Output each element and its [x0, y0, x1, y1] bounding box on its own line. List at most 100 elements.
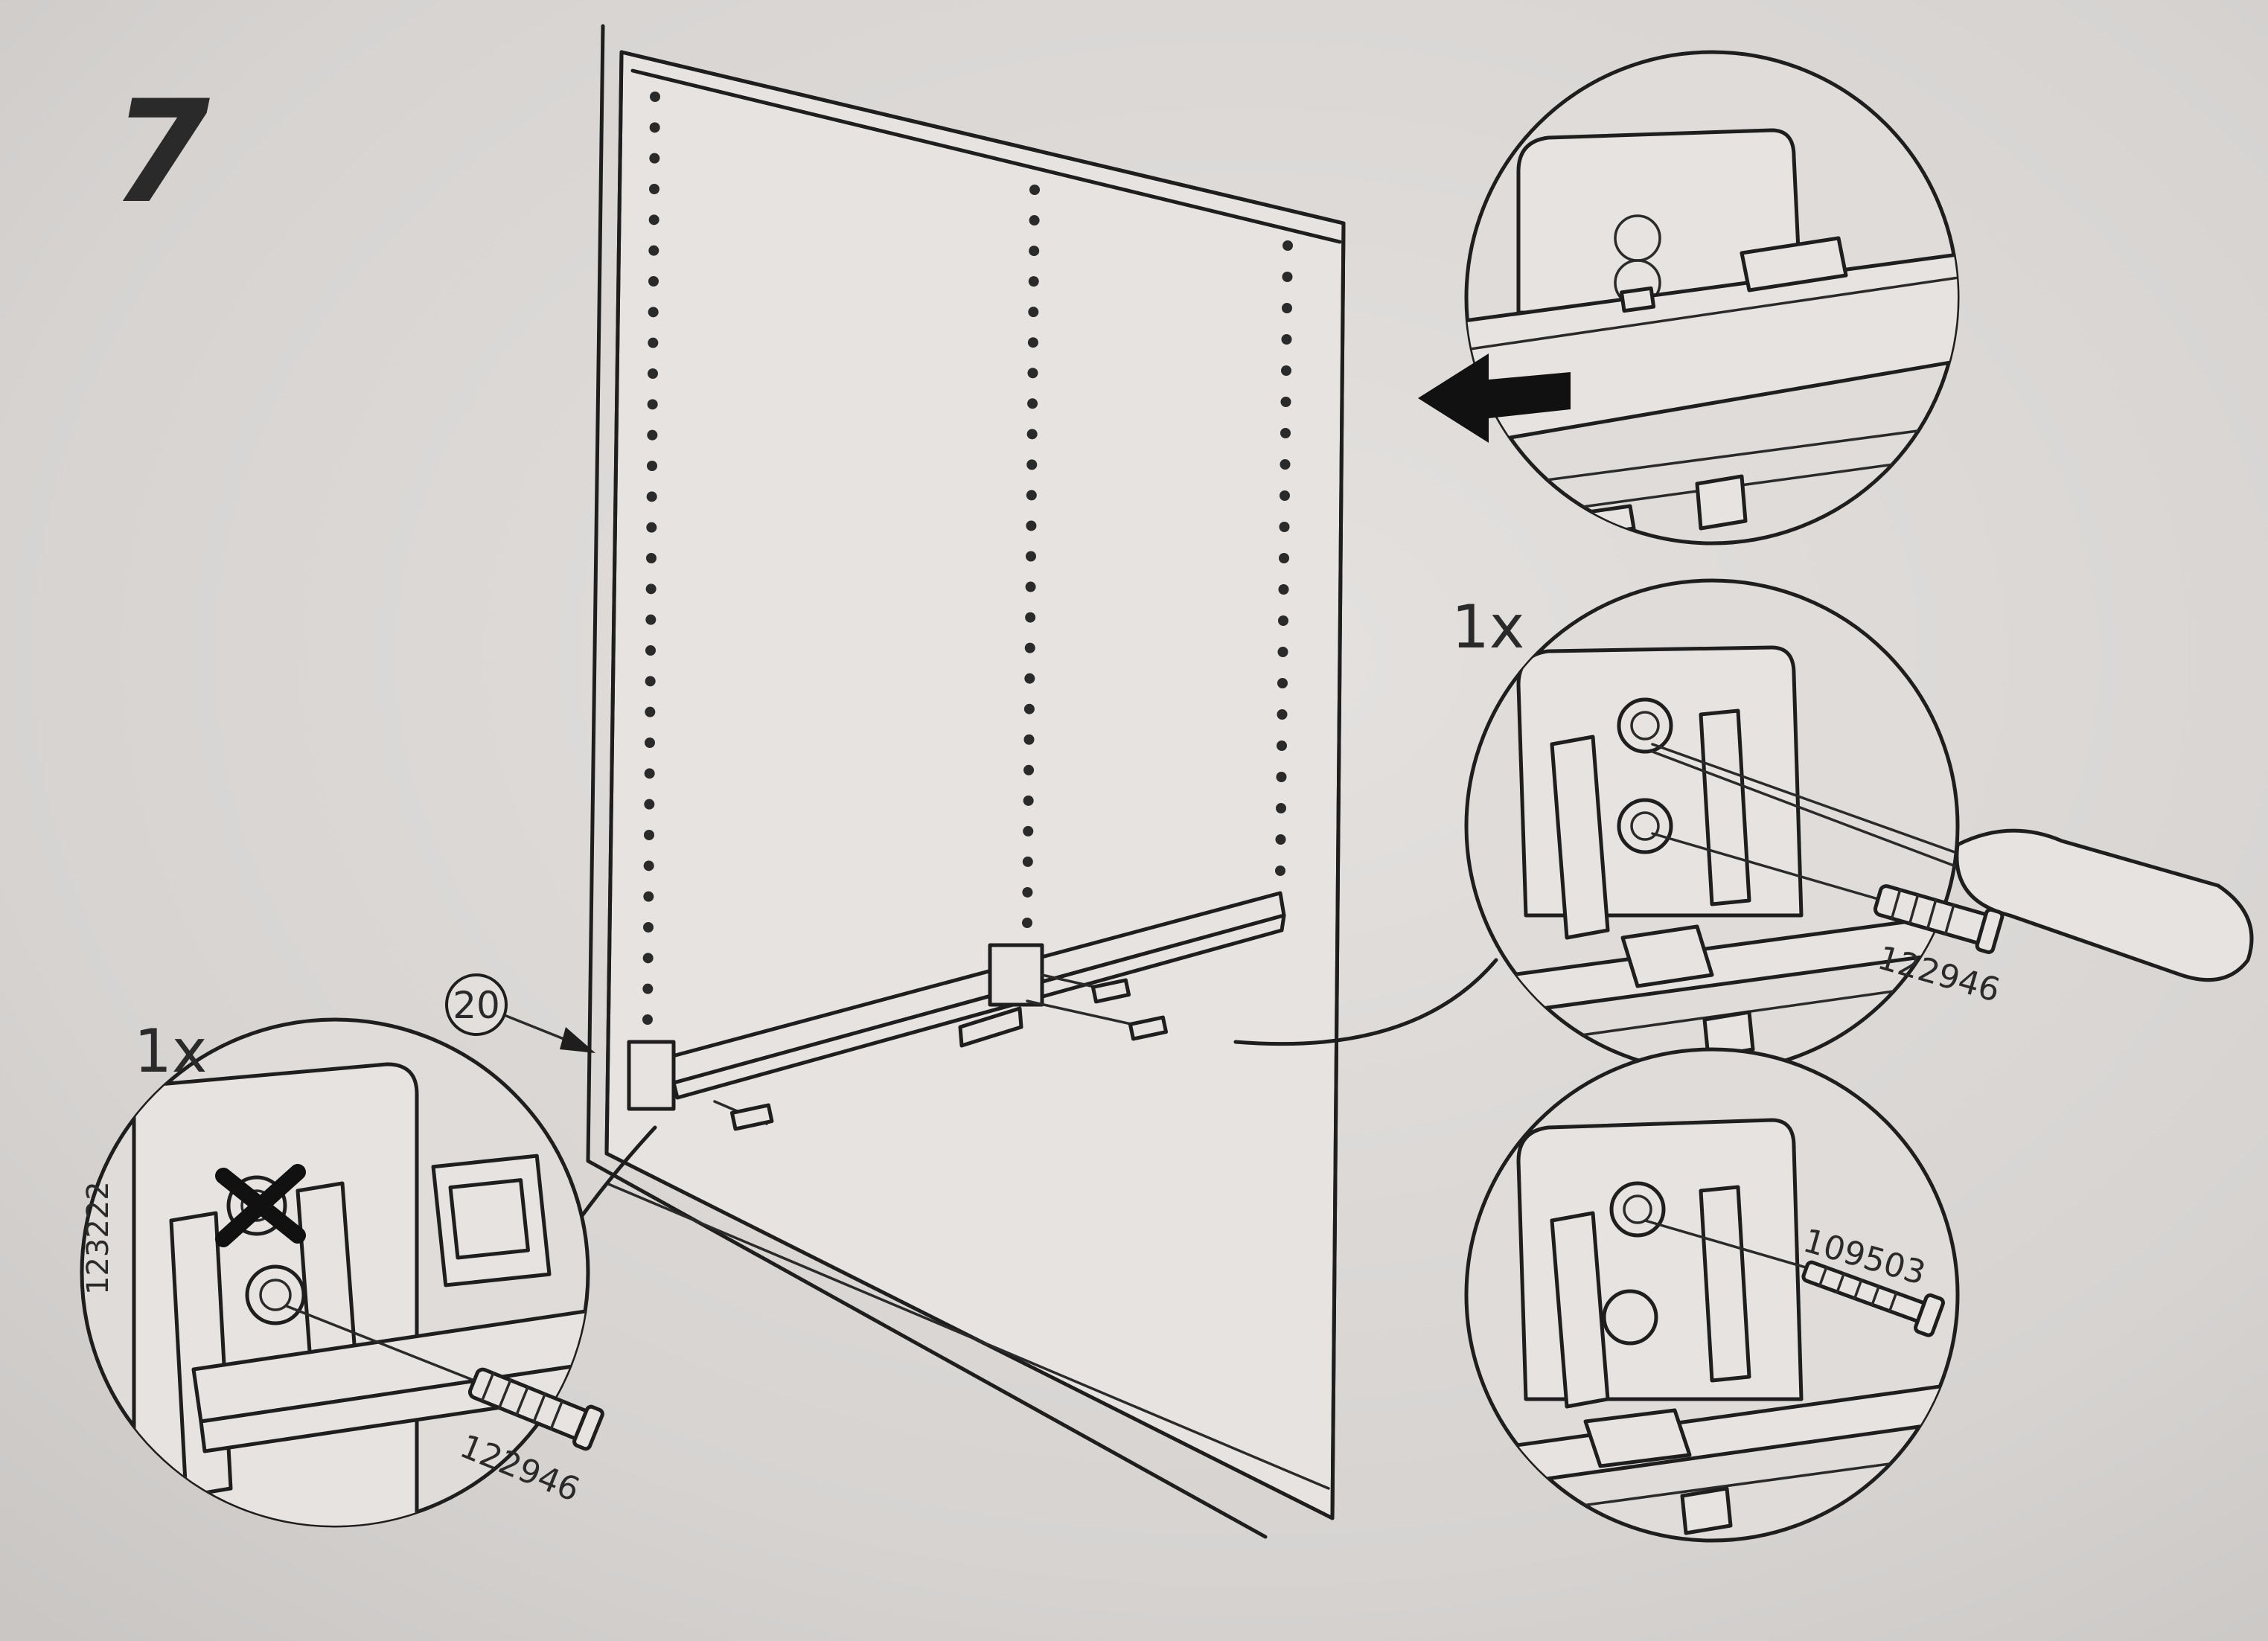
- detail-circle-right-middle: [1464, 578, 2254, 1074]
- peg-hole: [1278, 615, 1288, 626]
- right-quantity-label: 1x: [1451, 592, 1524, 662]
- peg-hole: [649, 153, 660, 164]
- peg-hole: [1276, 803, 1286, 813]
- peg-hole: [1027, 398, 1038, 409]
- peg-hole: [1022, 856, 1033, 867]
- peg-hole: [1025, 581, 1036, 592]
- peg-hole: [1022, 886, 1033, 898]
- peg-hole: [650, 92, 660, 102]
- peg-hole: [643, 860, 654, 871]
- peg-hole: [1280, 490, 1290, 501]
- peg-hole: [1027, 337, 1038, 348]
- peg-hole: [1023, 825, 1034, 837]
- peg-hole: [1024, 642, 1035, 653]
- peg-hole: [644, 768, 655, 779]
- peg-hole: [1280, 397, 1291, 407]
- peg-hole: [1026, 459, 1038, 470]
- peg-hole: [1024, 673, 1035, 684]
- screw-icon: [713, 1100, 774, 1131]
- arrow-left-icon: [1418, 354, 1571, 443]
- peg-hole: [1023, 734, 1035, 745]
- peg-hole: [649, 122, 660, 133]
- peg-hole: [645, 676, 656, 687]
- peg-hole: [1026, 490, 1037, 501]
- peg-hole: [1025, 612, 1036, 623]
- peg-hole: [1279, 522, 1290, 532]
- screwdriver-icon: [1651, 743, 2254, 982]
- peg-hole: [643, 891, 654, 902]
- peg-hole: [1280, 459, 1291, 470]
- peg-hole: [1027, 368, 1038, 379]
- screw-icon: [1643, 1219, 1945, 1337]
- peg-hole: [645, 706, 656, 717]
- peg-hole: [642, 953, 654, 964]
- peg-hole: [1281, 365, 1291, 376]
- peg-hole: [645, 583, 657, 595]
- peg-hole: [645, 645, 656, 656]
- part-callout: 20: [445, 973, 595, 1053]
- peg-hole: [1023, 764, 1035, 775]
- peg-hole: [1022, 918, 1032, 928]
- peg-hole: [648, 368, 658, 379]
- peg-hole: [644, 830, 654, 840]
- screw-icon: [1041, 973, 1131, 1004]
- peg-hole: [1023, 795, 1034, 806]
- peg-hole: [1277, 740, 1287, 751]
- cabinet-side-panel: [586, 24, 1346, 1539]
- left-quantity-label: 1x: [134, 1017, 207, 1086]
- detail-circle-right-top: [1418, 50, 1960, 546]
- peg-hole: [1028, 276, 1039, 287]
- zoom-pointer-right: [1233, 958, 1498, 1046]
- peg-hole: [642, 1014, 653, 1025]
- peg-hole: [1281, 334, 1292, 345]
- peg-hole: [1277, 647, 1288, 657]
- screw-icon: [285, 1305, 604, 1451]
- peg-hole: [1280, 428, 1291, 438]
- peg-hole: [1277, 709, 1288, 720]
- peg-hole: [1282, 240, 1293, 251]
- x-mark-icon: [215, 1164, 306, 1247]
- peg-hole: [648, 307, 659, 318]
- peg-hole: [645, 738, 655, 748]
- peg-hole: [1277, 678, 1288, 688]
- peg-hole: [1282, 272, 1293, 282]
- peg-hole: [1028, 307, 1039, 318]
- peg-hole: [644, 799, 655, 810]
- peg-hole: [646, 553, 657, 563]
- peg-hole: [1282, 303, 1292, 313]
- peg-hole: [1029, 185, 1040, 195]
- peg-hole: [642, 983, 654, 994]
- peg-hole: [647, 399, 658, 410]
- peg-hole: [1026, 551, 1036, 562]
- peg-hole: [1029, 246, 1040, 257]
- peg-hole: [648, 276, 659, 287]
- screw-icon: [1026, 999, 1169, 1041]
- peg-hole: [1026, 429, 1038, 440]
- peg-hole: [1023, 703, 1035, 714]
- peg-hole: [645, 614, 657, 625]
- peg-hole: [1278, 584, 1289, 595]
- peg-hole: [646, 491, 657, 502]
- peg-hole: [646, 522, 657, 533]
- step-number: 7: [112, 70, 210, 234]
- peg-hole: [647, 461, 657, 471]
- peg-hole: [648, 337, 659, 348]
- peg-hole: [643, 922, 654, 933]
- detail-circle-right-bottom: [1464, 1047, 1960, 1543]
- part-callout-number: 20: [453, 984, 500, 1027]
- peg-hole: [649, 184, 659, 194]
- peg-hole: [1276, 772, 1287, 782]
- peg-hole: [1029, 215, 1040, 226]
- peg-hole: [1275, 834, 1286, 845]
- detail-circle-left: [80, 1017, 604, 1528]
- peg-hole: [1279, 553, 1289, 563]
- peg-hole: [1026, 520, 1037, 531]
- screw-icon: [1651, 832, 2005, 954]
- peg-hole: [648, 214, 659, 225]
- drawer-runner: [627, 891, 1286, 1131]
- shelf-peg-holes: [642, 92, 1293, 1025]
- peg-hole: [647, 429, 658, 441]
- side-part-code: 123222: [81, 1181, 115, 1295]
- peg-hole: [648, 245, 659, 256]
